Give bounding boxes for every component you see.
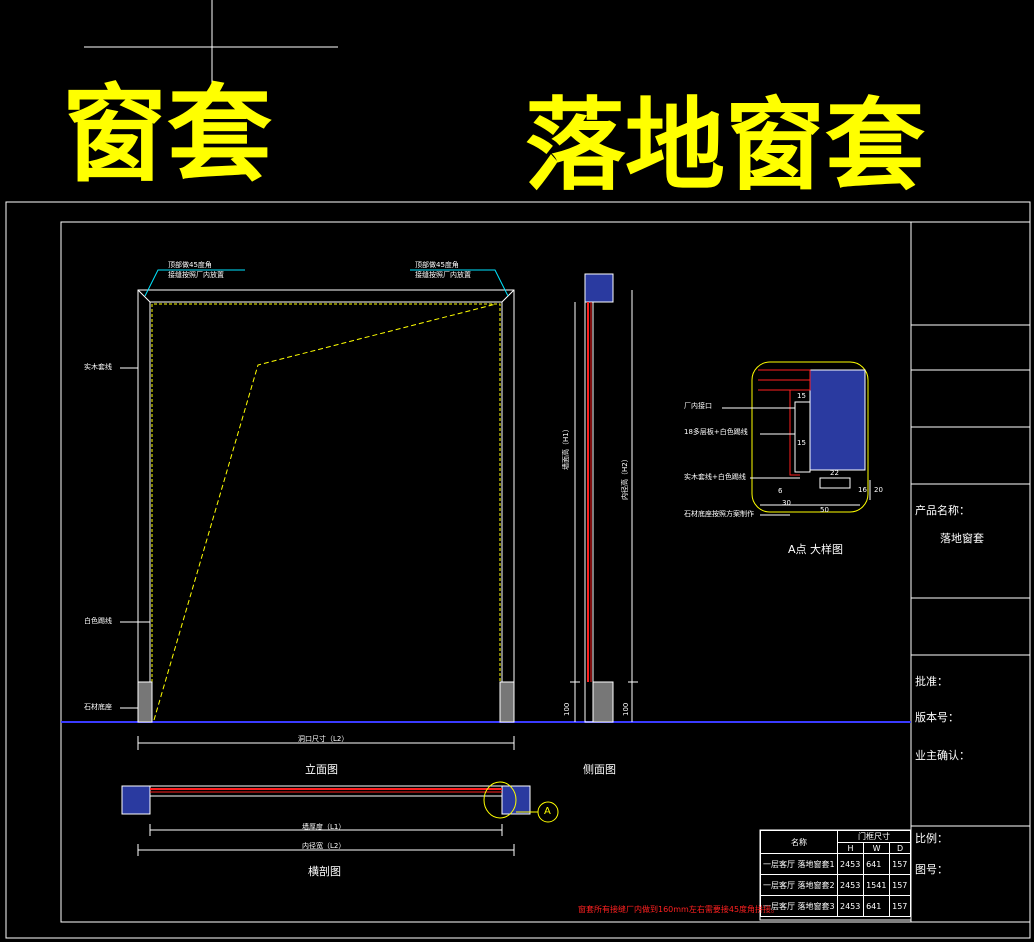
- table-row: 一层客厅 落地窗套3 2453 641 157: [760, 895, 911, 917]
- detail-dim-15a: 15: [797, 392, 806, 400]
- dim-base-left: 100: [563, 702, 571, 716]
- caption-detail: A点 大样图: [788, 543, 844, 556]
- table-sub-h: H: [836, 842, 865, 854]
- table-cell-h: 2453: [836, 874, 865, 896]
- detail-dim-15b: 15: [797, 439, 806, 447]
- dim-height2: 内径高（H2）: [621, 455, 629, 500]
- label-stone-base: 石材底座: [84, 703, 112, 711]
- table-cell-d: 157: [889, 853, 911, 875]
- title-right: 落地窗套: [525, 86, 925, 204]
- label-solid-wood: 实木套线: [84, 363, 112, 371]
- detail-label-2: 18多层板+白色踢线: [684, 428, 748, 436]
- table-cell-w: 1541: [863, 874, 891, 896]
- dim-opening: 洞口尺寸（L2）: [298, 735, 349, 743]
- table-cell-name: 一层客厅 落地窗套1: [760, 853, 838, 875]
- elevation-drawing: [120, 269, 515, 750]
- product-value: 落地窗套: [940, 532, 984, 545]
- table-sub-d: D: [889, 842, 911, 854]
- table-sub-w: W: [863, 842, 891, 854]
- label-white-line: 白色踢线: [84, 617, 112, 625]
- table-row: 一层客厅 落地窗套1 2453 641 157: [760, 853, 911, 875]
- detail-dim-50: 50: [820, 506, 829, 514]
- top-note-left-1: 顶部做45度角: [168, 261, 212, 269]
- owner-confirm-label: 业主确认：: [915, 749, 970, 762]
- table-cell-w: 641: [863, 853, 891, 875]
- table-cell-h: 2453: [836, 895, 865, 917]
- detail-label-3: 实木套线+白色踢线: [684, 473, 746, 481]
- table-cell-name: 一层客厅 落地窗套2: [760, 874, 838, 896]
- drawing-no-label: 图号：: [915, 863, 948, 876]
- top-note-right-1: 顶部做45度角: [415, 261, 459, 269]
- detail-label-1: 厂内接口: [684, 402, 712, 410]
- detail-label-4: 石材底座按照方案制作: [684, 510, 754, 518]
- detail-dim-16: 16: [858, 486, 867, 494]
- table-cell-d: 157: [889, 874, 911, 896]
- approve-label: 批准：: [915, 675, 948, 688]
- table-header-name: 名称: [760, 830, 838, 854]
- top-note-left-2: 接缝按照厂内放置: [168, 271, 224, 279]
- dim-width: 内径宽（L2）: [302, 842, 346, 850]
- scale-label: 比例：: [915, 832, 948, 845]
- top-note-right-2: 接缝按照厂内放置: [415, 271, 471, 279]
- footer-note: 窗套所有接缝厂内做到160mm左右需要接45度角拼接。: [578, 905, 780, 914]
- size-table: 名称 门框尺寸 H W D 一层客厅 落地窗套1 2453 641 157 一层…: [760, 830, 911, 917]
- version-label: 版本号：: [915, 711, 959, 724]
- detail-dim-6: 6: [778, 487, 783, 495]
- caption-side: 侧面图: [583, 763, 616, 776]
- plan-section-drawing: [121, 781, 559, 856]
- side-section-drawing: [570, 273, 638, 723]
- detail-marker: A: [544, 806, 551, 817]
- dim-base-right: 100: [622, 702, 630, 716]
- dim-height1: 墙面高（H1）: [562, 425, 570, 470]
- caption-elevation: 立面图: [305, 763, 338, 776]
- product-label: 产品名称：: [915, 504, 970, 517]
- caption-plan: 横剖图: [308, 865, 341, 878]
- table-row: 一层客厅 落地窗套2 2453 1541 157: [760, 874, 911, 896]
- table-cell-d: 157: [889, 895, 911, 917]
- detail-dim-20: 20: [874, 486, 883, 494]
- detail-dim-22: 22: [830, 469, 839, 477]
- table-cell-h: 2453: [836, 853, 865, 875]
- detail-a-drawing: [722, 361, 871, 516]
- title-left: 窗套: [62, 72, 273, 196]
- detail-dim-30: 30: [782, 499, 791, 507]
- dim-inner: 墙厚度（L1）: [302, 823, 346, 831]
- table-header-size: 门框尺寸: [837, 830, 911, 843]
- table-cell-w: 641: [863, 895, 891, 917]
